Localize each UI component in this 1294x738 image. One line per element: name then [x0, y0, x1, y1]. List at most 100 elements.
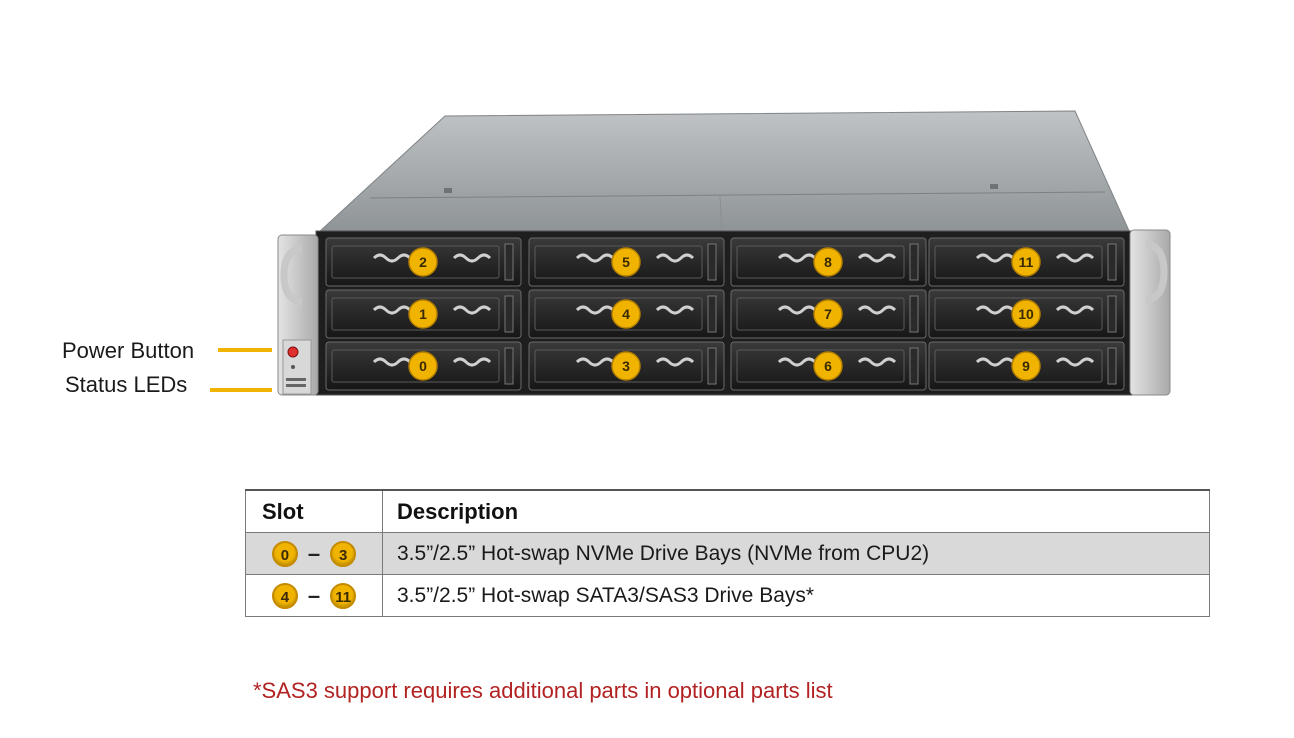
vent-mark	[1055, 357, 1095, 367]
tray-frame	[934, 245, 1103, 279]
tray-frame	[934, 349, 1103, 383]
bay-number-badge	[813, 299, 843, 329]
power-button	[287, 346, 299, 358]
tray-latch	[909, 347, 919, 385]
tray-frame	[736, 297, 905, 331]
right-rack-ear	[1129, 229, 1171, 396]
bay-number: 3	[622, 358, 630, 374]
header-description: Description	[382, 489, 1210, 533]
vent-mark	[975, 357, 1015, 367]
tray-frame	[534, 297, 703, 331]
bay-number: 6	[824, 358, 832, 374]
tray-frame	[934, 297, 1103, 331]
lid-screw	[990, 184, 998, 189]
slot-description: 3.5”/2.5” Hot-swap NVMe Drive Bays (NVMe…	[382, 532, 1210, 575]
slot-badge: 11	[330, 582, 357, 609]
vent-mark	[452, 357, 492, 367]
vent-mark	[452, 253, 492, 263]
tray-latch	[1107, 347, 1117, 385]
tray-latch	[1107, 295, 1117, 333]
tray-latch	[909, 243, 919, 281]
bay-number-badge	[611, 351, 641, 381]
tray-latch	[707, 295, 717, 333]
vent-mark	[575, 253, 615, 263]
vent-mark	[975, 305, 1015, 315]
drive-bay: 7	[730, 289, 927, 339]
bay-number-badge	[1011, 247, 1041, 277]
bay-number-badge	[408, 247, 438, 277]
tray-frame	[534, 245, 703, 279]
slot-badge: 4	[271, 582, 298, 609]
vent-mark	[777, 357, 817, 367]
bay-number: 7	[824, 306, 832, 322]
vent-mark	[655, 305, 695, 315]
table-header-row: Slot Description	[245, 489, 1210, 533]
slot-range: 4–11	[245, 574, 383, 617]
vent-mark	[777, 253, 817, 263]
tray-latch	[1107, 243, 1117, 281]
tray-frame	[736, 349, 905, 383]
slot-range: 0–3	[245, 532, 383, 575]
tray-latch	[504, 295, 514, 333]
footnote: *SAS3 support requires additional parts …	[253, 678, 833, 703]
bay-number: 4	[622, 306, 630, 322]
drive-bay: 2	[325, 237, 522, 287]
tray-latch	[707, 243, 717, 281]
status-led	[291, 365, 295, 369]
tray-latch	[909, 295, 919, 333]
vent-mark	[655, 357, 695, 367]
vent-mark	[777, 305, 817, 315]
tray-latch	[707, 347, 717, 385]
left-handle	[280, 244, 303, 306]
table-row: 0–3 3.5”/2.5” Hot-swap NVMe Drive Bays (…	[245, 532, 1210, 575]
slot-badge: 3	[330, 540, 357, 567]
vent-mark	[857, 253, 897, 263]
range-dash: –	[307, 582, 321, 608]
bay-number-badge	[611, 247, 641, 277]
drive-bay: 4	[528, 289, 725, 339]
bay-number-badge	[611, 299, 641, 329]
header-slot: Slot	[245, 489, 383, 533]
drive-bay: 0	[325, 341, 522, 391]
slot-badge: 0	[271, 540, 298, 567]
table-row: 4–11 3.5”/2.5” Hot-swap SATA3/SAS3 Drive…	[245, 574, 1210, 617]
slot-description: 3.5”/2.5” Hot-swap SATA3/SAS3 Drive Bays…	[382, 574, 1210, 617]
tray-latch	[504, 347, 514, 385]
slot-table: Slot Description 0–3 3.5”/2.5” Hot-swap …	[245, 489, 1210, 617]
bay-number: 8	[824, 254, 832, 270]
bay-number-badge	[408, 299, 438, 329]
vent-mark	[1055, 305, 1095, 315]
vent-mark	[857, 305, 897, 315]
bay-number-badge	[1011, 351, 1041, 381]
status-led-strip	[286, 378, 306, 381]
bay-number-badge	[813, 247, 843, 277]
drive-bay: 5	[528, 237, 725, 287]
vent-mark	[655, 253, 695, 263]
lid-seam	[369, 191, 1106, 199]
status-leds-label: Status LEDs	[65, 372, 188, 397]
vent-mark	[857, 357, 897, 367]
range-dash: –	[307, 540, 321, 566]
vent-mark	[452, 305, 492, 315]
bay-number: 5	[622, 254, 630, 270]
drive-bay: 9	[928, 341, 1125, 391]
bay-number: 2	[419, 254, 427, 270]
bay-number-badge	[1011, 299, 1041, 329]
power-button-label: Power Button	[62, 338, 195, 363]
drive-bay: 10	[928, 289, 1125, 339]
bay-number: 9	[1022, 358, 1030, 374]
bay-number: 0	[419, 358, 427, 374]
tray-latch	[504, 243, 514, 281]
tray-frame	[331, 349, 500, 383]
bay-number-badge	[408, 351, 438, 381]
drive-bay: 6	[730, 341, 927, 391]
chassis-top-lid	[316, 110, 1131, 234]
bay-number-badge	[813, 351, 843, 381]
drive-bay: 11	[928, 237, 1125, 287]
lid-seam	[719, 195, 723, 234]
vent-mark	[575, 305, 615, 315]
bay-number: 1	[419, 306, 427, 322]
